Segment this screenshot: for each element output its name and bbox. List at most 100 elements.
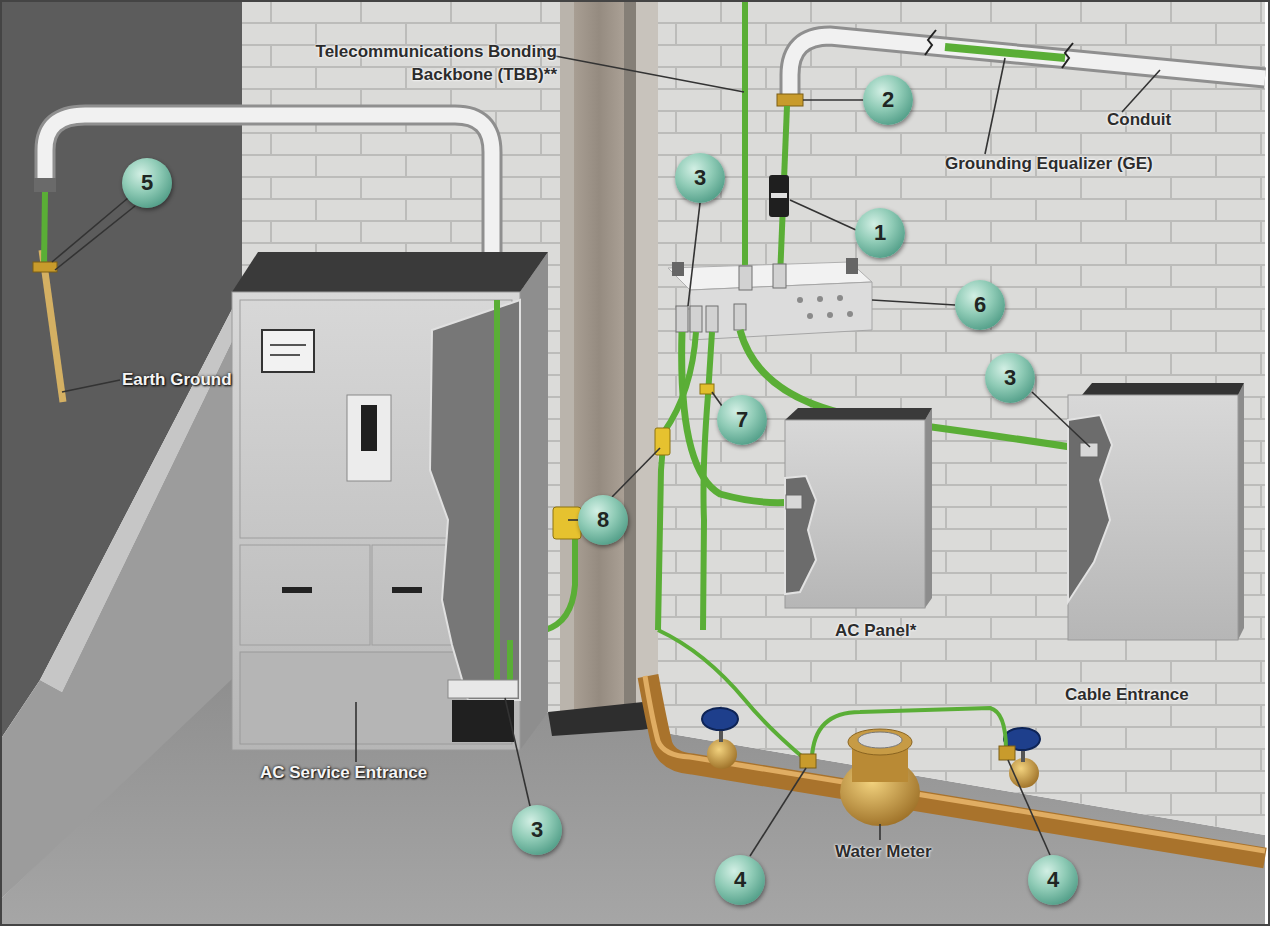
ac-panel [785,420,925,608]
leader-line [355,702,357,762]
cable-entrance-enclosure [1068,395,1238,640]
leader-line [688,203,700,306]
callout-text: 7 [736,409,748,431]
callout-text: 8 [597,509,609,531]
bonding-conductor [658,630,806,760]
leader-line [750,768,806,856]
callout-text: 1 [874,222,886,244]
callout-text: 4 [734,869,746,891]
busbar-hole [807,313,813,319]
busbar [690,282,872,340]
enclosure-top [1082,383,1244,395]
meter-dial [858,732,902,748]
callout-text: 2 [882,89,894,111]
meter-window [262,330,314,372]
beam-clamp [553,507,581,539]
compression-lug [739,266,752,290]
callout-number: 4 [715,855,765,905]
callout-number: 3 [512,805,562,855]
compression-lug [734,304,746,330]
leader-line [712,392,722,406]
equipment-enclosure: AC Service Entrance [232,252,548,750]
pipe-clamp [999,746,1015,760]
callout-text: 4 [1047,869,1059,891]
leader-line [1008,760,1050,855]
leader-line [568,519,578,521]
callout-text: 3 [694,167,706,189]
busbar-standoff [672,262,684,276]
callout-number: 3 [985,353,1035,403]
enclosure-cutaway [1068,415,1112,602]
pipe-highlight [645,676,1265,851]
compression-lug [706,306,718,332]
bonding-conductor [682,332,792,503]
equipment-enclosure: Cable Entrance [1068,383,1244,640]
cabinet-top [232,252,548,292]
leader-line [555,56,744,92]
callout-number: 8 [578,495,628,545]
splice-connector [769,175,789,217]
panel-side [925,408,932,608]
equipment-label: AC Service Entrance [260,761,427,784]
busbar-hole [837,295,843,301]
equipment-enclosure: AC Panel* [785,408,932,608]
callout-text: 3 [1004,367,1016,389]
water-meter-top [848,729,912,755]
break-mark [925,30,1073,68]
equipment-label: Cable Entrance [1065,683,1189,706]
leader-line [1122,70,1160,112]
grounding-equalizer-wire [945,47,1065,58]
cabinet-cutaway [430,300,520,700]
leader-line [872,300,955,305]
cabinet-base [452,700,514,742]
panel-lug [786,495,802,509]
leader-line [790,200,856,230]
bonding-conductor [703,332,712,630]
door-handle [392,587,422,593]
conduit-clamp [777,94,803,106]
callout-text: 3 [531,819,543,841]
valve-body [707,739,737,769]
part-label: Grounding Equalizer (GE) [945,152,1153,175]
compression-lug [676,306,688,332]
panel-cutaway [785,476,816,594]
main-breaker [347,395,391,481]
conduit [790,36,1265,104]
busbar-hole [797,297,803,303]
leader-line [55,206,135,270]
ground-wire [494,300,500,688]
callout-number: 6 [955,280,1005,330]
callout-number: 2 [863,75,913,125]
equipment-label: AC Panel* [835,619,916,642]
callout-text: 6 [974,294,986,316]
tbb-conductor [742,0,748,276]
connector-band [771,193,787,198]
ground-busbar [448,680,518,698]
leader-line [612,448,660,497]
leader-line [505,698,530,806]
enclosure-side [1238,383,1244,640]
breaker-handle [361,405,377,451]
busbar-hole [847,311,853,317]
pipe-clamp [800,754,816,768]
leader-line [803,99,864,101]
cabinet-side [520,252,548,750]
door-handle [282,587,312,593]
conduit-bushing [34,178,56,192]
busbar-hole [817,296,823,302]
leader-line [985,58,1005,154]
foundation-wall [0,300,252,900]
cabinet-door [240,545,370,645]
bonding-conductor [658,332,696,630]
column-flange [636,0,658,705]
callout-text: 5 [141,172,153,194]
service-cabinet [232,292,520,750]
leader-line [1032,392,1090,447]
callout-number: 5 [122,158,172,208]
callout-number: 7 [717,395,767,445]
ground-clamp [33,262,57,272]
part-label: Earth Ground [122,368,232,391]
